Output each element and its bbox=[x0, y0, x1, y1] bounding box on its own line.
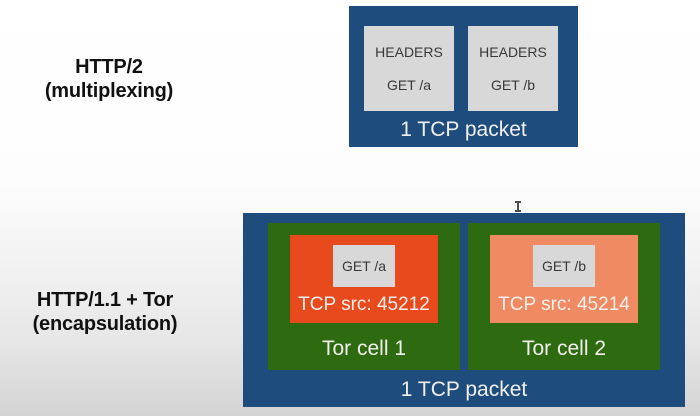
encapsulated-request-box-1: GET /a TCP src: 45212 bbox=[290, 235, 438, 323]
http2-row-label: HTTP/2 (multiplexing) bbox=[0, 55, 218, 103]
tor-tcp-packet-box: GET /a TCP src: 45212 Tor cell 1 GET /b … bbox=[243, 213, 685, 407]
tor-row-label-line2: (encapsulation) bbox=[32, 313, 178, 335]
tor-row-label: HTTP/1.1 + Tor (encapsulation) bbox=[0, 288, 210, 336]
get-a-request-label: GET /a bbox=[386, 77, 432, 93]
encapsulated-request-box-2: GET /b TCP src: 45214 bbox=[490, 235, 638, 323]
headers-frame-label: HEADERS bbox=[479, 44, 547, 60]
headers-frame-label: HEADERS bbox=[375, 44, 443, 60]
tcp-src-label-2: TCP src: 45214 bbox=[498, 294, 630, 315]
http-request-box-a: GET /a bbox=[333, 245, 395, 287]
http-request-box-b: GET /b bbox=[533, 245, 595, 287]
tor-cell-1-title: Tor cell 1 bbox=[321, 337, 407, 360]
tcp-src-label-1: TCP src: 45212 bbox=[298, 294, 430, 315]
tor-cell-1-box: GET /a TCP src: 45212 Tor cell 1 bbox=[268, 223, 460, 370]
get-b-request-label: GET /b bbox=[490, 77, 536, 93]
http2-stream-frame-b: HEADERS GET /b bbox=[468, 26, 558, 111]
tor-tcp-packet-caption: 1 TCP packet bbox=[400, 378, 528, 401]
http2-row-label-line1: HTTP/2 bbox=[75, 56, 143, 78]
http2-tcp-packet-box: HEADERS GET /a HEADERS GET /b 1 TCP pack… bbox=[349, 6, 578, 147]
http2-row-label-line2: (multiplexing) bbox=[44, 80, 174, 102]
i-beam-cursor-icon bbox=[514, 201, 522, 212]
http2-tcp-packet-caption: 1 TCP packet bbox=[400, 118, 527, 141]
http2-stream-frame-a: HEADERS GET /a bbox=[364, 26, 454, 111]
tor-row-label-line1: HTTP/1.1 + Tor bbox=[36, 289, 174, 311]
tor-cell-2-title: Tor cell 2 bbox=[521, 337, 607, 360]
tor-cell-2-box: GET /b TCP src: 45214 Tor cell 2 bbox=[468, 223, 660, 370]
